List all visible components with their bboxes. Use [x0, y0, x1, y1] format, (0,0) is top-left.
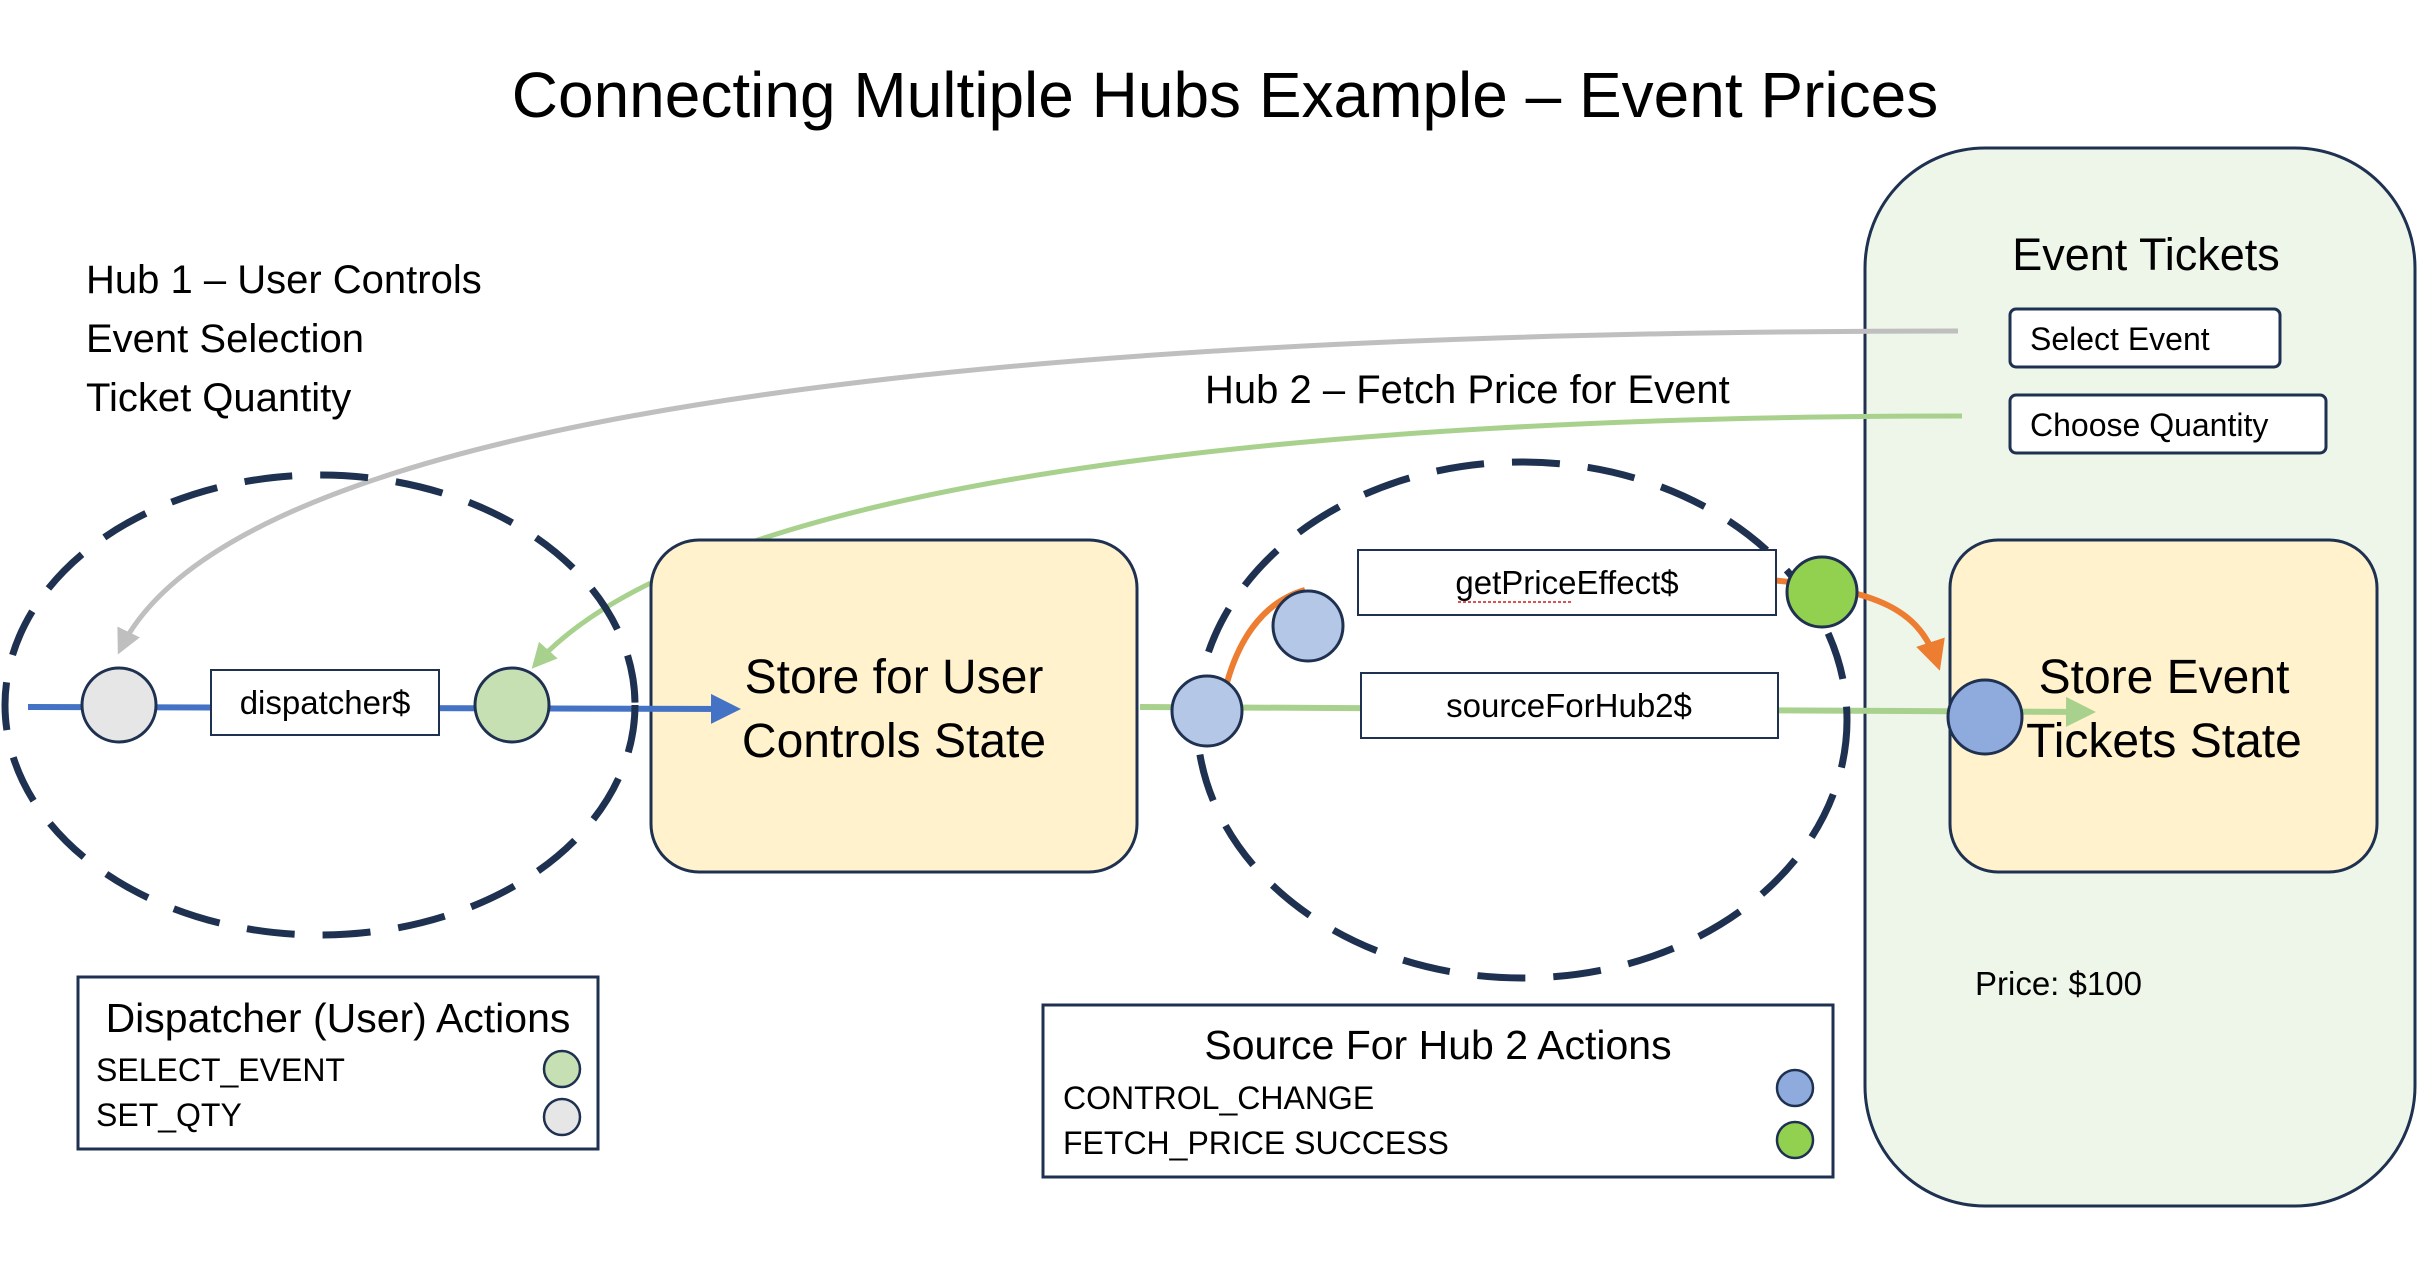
legend-dispatcher — [76, 975, 600, 1151]
fetch-price-success-node — [1785, 555, 1859, 629]
control-change-node-lower — [1170, 674, 1244, 748]
legend-set-qty-swatch — [542, 1097, 582, 1137]
store-event-line-1: Store Event — [2039, 651, 2290, 704]
store-user-line-2: Controls State — [742, 715, 1046, 768]
legend-hub2 — [1041, 1003, 1835, 1179]
store-event-line-2: Tickets State — [2026, 715, 2302, 768]
choose-quantity-arrow — [531, 413, 1963, 669]
choose-quantity-label: Choose Quantity — [2030, 407, 2268, 443]
event-tickets-title: Event Tickets — [2012, 229, 2280, 280]
legend-hub2-item-1: CONTROL_CHANGE — [1063, 1080, 1374, 1116]
hub1-label-event-selection: Event Selection — [86, 317, 364, 361]
page-title: Connecting Multiple Hubs Example – Event… — [512, 59, 1938, 131]
price-text: Price: $100 — [1975, 965, 2142, 1002]
hub1-label-ticket-quantity: Ticket Quantity — [86, 376, 351, 420]
get-price-effect-box — [1357, 549, 1777, 616]
legend-dispatcher-item-1: SELECT_EVENT — [96, 1052, 345, 1088]
set-qty-node — [80, 666, 158, 744]
legend-control-change-swatch — [1775, 1068, 1815, 1108]
choose-quantity-button[interactable] — [2008, 393, 2328, 455]
hub2-label: Hub 2 – Fetch Price for Event — [1205, 368, 1730, 412]
legend-fetch-price-swatch — [1775, 1120, 1815, 1160]
source-for-hub2-box — [1360, 672, 1779, 739]
select-event-label: Select Event — [2030, 321, 2210, 357]
select-event-button[interactable] — [2008, 307, 2282, 369]
hub1-boundary — [1, 471, 639, 939]
store-user-line-1: Store for User — [745, 651, 1044, 704]
store-input-node — [1946, 678, 2024, 756]
select-event-arrow — [117, 328, 1959, 655]
legend-dispatcher-item-2: SET_QTY — [96, 1097, 242, 1133]
select-event-node — [473, 666, 551, 744]
get-price-effect-label: getPriceEffect$ — [1455, 564, 1678, 601]
dispatcher-stream-box — [210, 669, 440, 736]
legend-hub2-title: Source For Hub 2 Actions — [1204, 1022, 1671, 1068]
legend-select-event-swatch — [542, 1049, 582, 1089]
dispatcher-stream-label: dispatcher$ — [240, 684, 411, 721]
legend-dispatcher-title: Dispatcher (User) Actions — [106, 995, 571, 1041]
source-for-hub2-label: sourceForHub2$ — [1446, 687, 1692, 724]
hub1-label-title: Hub 1 – User Controls — [86, 258, 482, 302]
legend-hub2-item-2: FETCH_PRICE SUCCESS — [1063, 1125, 1449, 1161]
control-change-node-upper — [1271, 589, 1345, 663]
